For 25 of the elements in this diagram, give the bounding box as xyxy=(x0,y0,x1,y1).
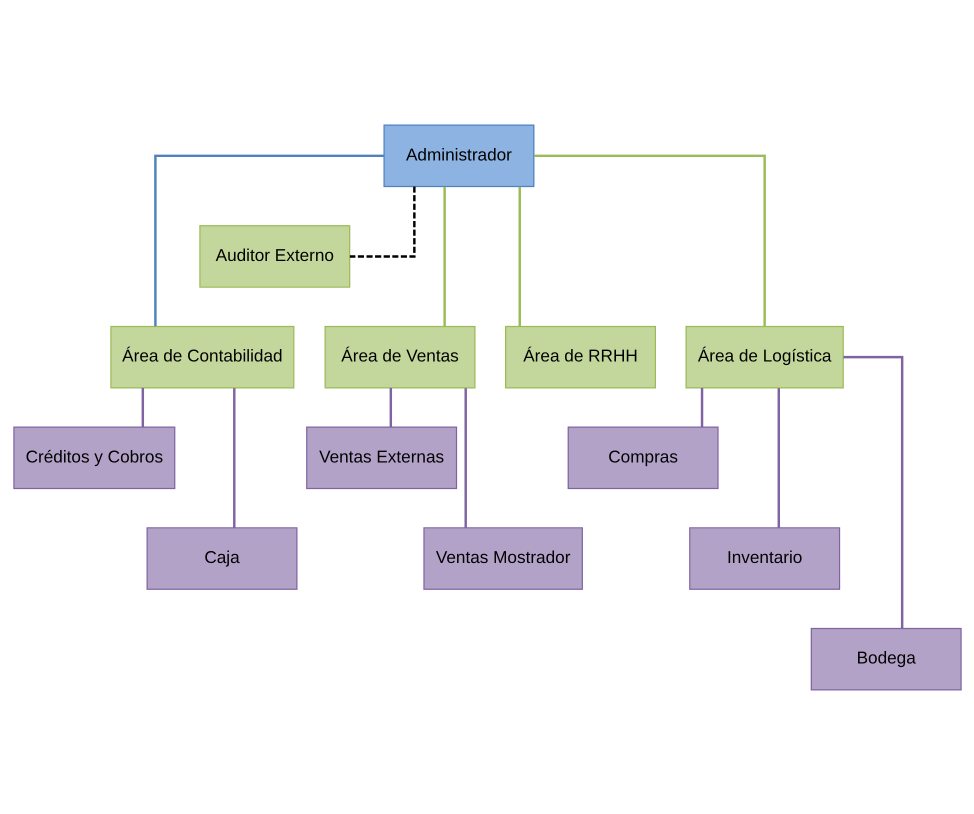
connector xyxy=(518,186,520,326)
node-box: Área de Ventas xyxy=(324,325,476,388)
node-box: Bodega xyxy=(810,627,962,690)
node-box: Administrador xyxy=(382,124,534,187)
connector xyxy=(154,154,384,326)
node-box: Ventas Mostrador xyxy=(422,526,582,590)
node-box: Créditos y Cobros xyxy=(12,426,175,489)
connector xyxy=(842,355,903,628)
connector xyxy=(777,388,780,528)
node-box: Caja xyxy=(146,526,298,590)
connector xyxy=(232,388,236,528)
connector xyxy=(349,186,416,258)
node-box: Compras xyxy=(567,426,718,489)
node-box: Ventas Externas xyxy=(306,426,457,489)
connector xyxy=(442,186,446,326)
connector xyxy=(389,387,392,426)
connector xyxy=(534,154,766,326)
connector xyxy=(700,387,703,426)
node-box: Área de RRHH xyxy=(504,325,656,388)
node-box: Área de Contabilidad xyxy=(110,325,294,388)
node-box: Área de Logística xyxy=(684,325,844,388)
node-box: Auditor Externo xyxy=(198,224,350,288)
connector xyxy=(464,388,466,528)
connector xyxy=(141,387,144,426)
node-box: Inventario xyxy=(688,526,840,590)
